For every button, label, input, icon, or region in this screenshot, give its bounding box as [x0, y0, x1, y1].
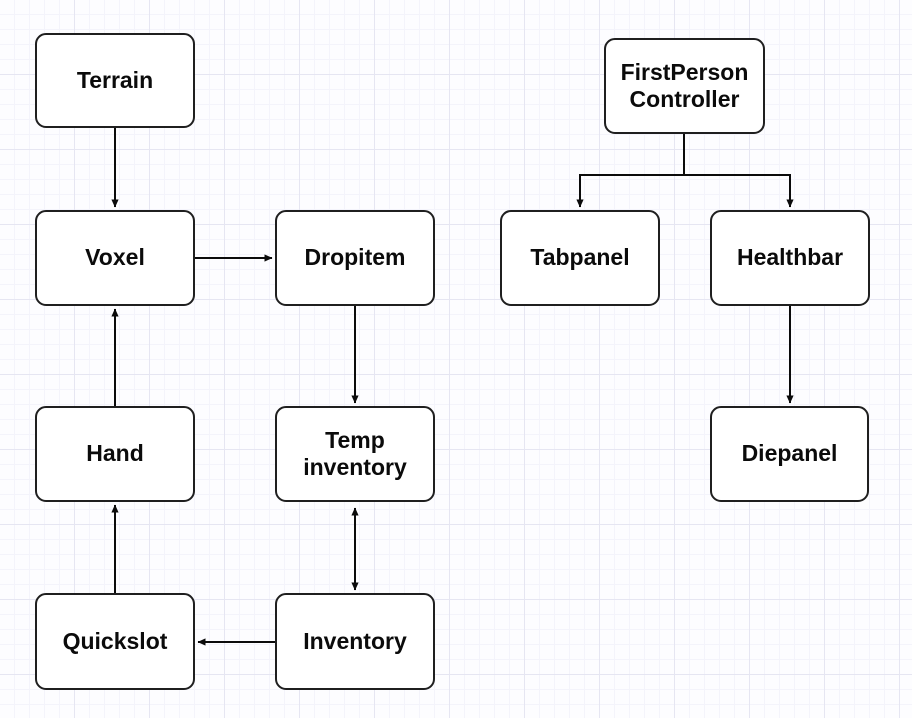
node-tabpanel[interactable]: Tabpanel — [500, 210, 660, 306]
node-firstperson-controller[interactable]: FirstPerson Controller — [604, 38, 765, 134]
node-healthbar[interactable]: Healthbar — [710, 210, 870, 306]
node-quickslot[interactable]: Quickslot — [35, 593, 195, 690]
node-voxel[interactable]: Voxel — [35, 210, 195, 306]
node-diepanel[interactable]: Diepanel — [710, 406, 869, 502]
node-terrain[interactable]: Terrain — [35, 33, 195, 128]
edge-firstperson-controller-to-tabpanel — [576, 134, 685, 208]
node-inventory[interactable]: Inventory — [275, 593, 435, 690]
node-hand[interactable]: Hand — [35, 406, 195, 502]
edge-firstperson-controller-to-healthbar — [683, 134, 794, 208]
node-dropitem[interactable]: Dropitem — [275, 210, 435, 306]
node-temp-inventory[interactable]: Temp inventory — [275, 406, 435, 502]
